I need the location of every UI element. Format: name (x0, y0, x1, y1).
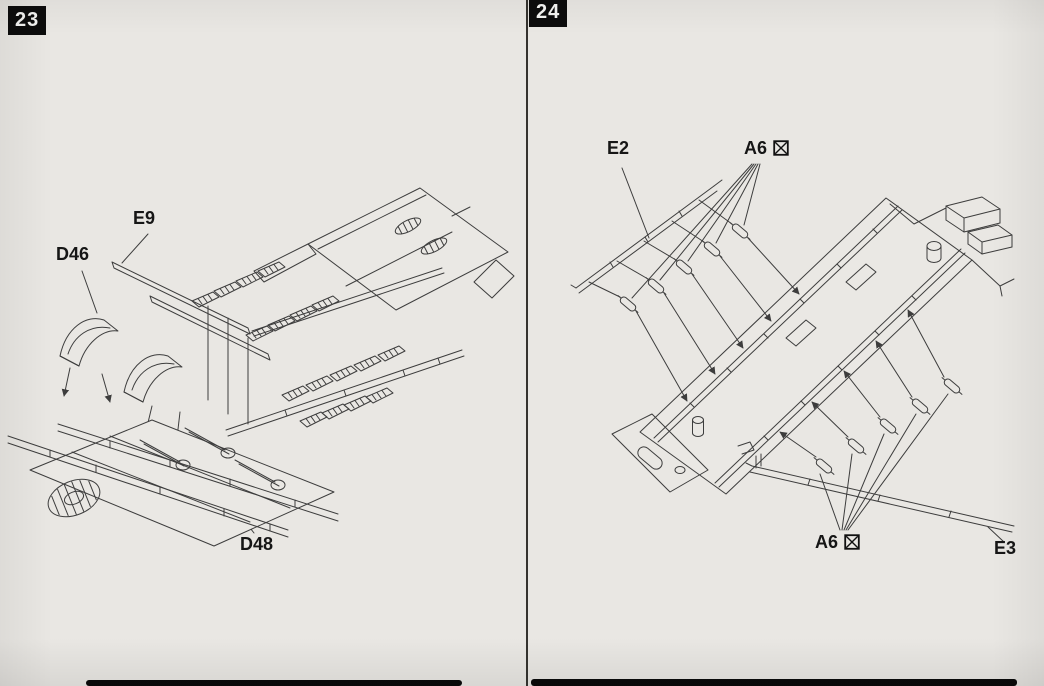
part-label-text: E9 (133, 208, 156, 228)
part-label-text: D46 (56, 244, 90, 264)
scan-artifact-right (531, 679, 1017, 686)
deck-cylinder-right (926, 241, 942, 263)
projection-lines (207, 305, 249, 425)
step-24-badge: 24 (529, 0, 568, 27)
deck-cylinder-left (692, 416, 704, 437)
part-label-e2: E2 (607, 139, 629, 157)
step-23-diagram (7, 187, 515, 547)
upper-long-rail (251, 267, 445, 337)
part-label-a6-bottom: A6 (815, 533, 860, 551)
part-label-text: A6 (815, 532, 839, 552)
vent-grille (394, 217, 422, 235)
d46-part-2 (123, 354, 183, 403)
vent-grille (420, 237, 448, 255)
part-label-d48: D48 (240, 535, 273, 553)
page-divider (526, 0, 528, 686)
hull-front-parts (611, 413, 762, 493)
a6-top-fan-lines (631, 163, 761, 299)
part-label-text: A6 (744, 138, 768, 158)
hull-floor (29, 419, 335, 547)
d46-part-1 (59, 318, 119, 367)
e2-rail (570, 179, 723, 294)
part-label-a6-top: A6 (744, 139, 789, 157)
part-label-d46: D46 (56, 245, 89, 263)
e9-leader-line (121, 233, 149, 264)
bottom-rails (7, 423, 339, 538)
side-rail (225, 349, 465, 437)
part-label-e9: E9 (133, 209, 155, 227)
e2-leader-line (621, 167, 650, 239)
scan-artifact-left (86, 680, 462, 686)
hull-roof-plate (253, 187, 515, 311)
a6-capsules-top (615, 219, 753, 316)
part-label-e3: E3 (994, 539, 1016, 557)
bottom-connectors (779, 309, 945, 458)
e9-rail-parts (111, 261, 271, 361)
crossed-box-icon (844, 534, 860, 550)
a6-bottom-fan-lines (819, 393, 949, 531)
deck-boxes (945, 196, 1013, 255)
part-label-text: E3 (994, 538, 1017, 558)
e3-rail (745, 462, 1015, 533)
e3-leader-line (987, 526, 1005, 543)
hull-deck-plate (639, 197, 1015, 495)
crossed-box-icon (773, 140, 789, 156)
d46-leader-line (81, 270, 98, 314)
step-24-diagram (570, 163, 1015, 543)
drive-sprocket (47, 478, 101, 518)
part-label-text: D48 (240, 534, 274, 554)
step-23-badge: 23 (8, 6, 47, 35)
part-label-text: E2 (607, 138, 630, 158)
